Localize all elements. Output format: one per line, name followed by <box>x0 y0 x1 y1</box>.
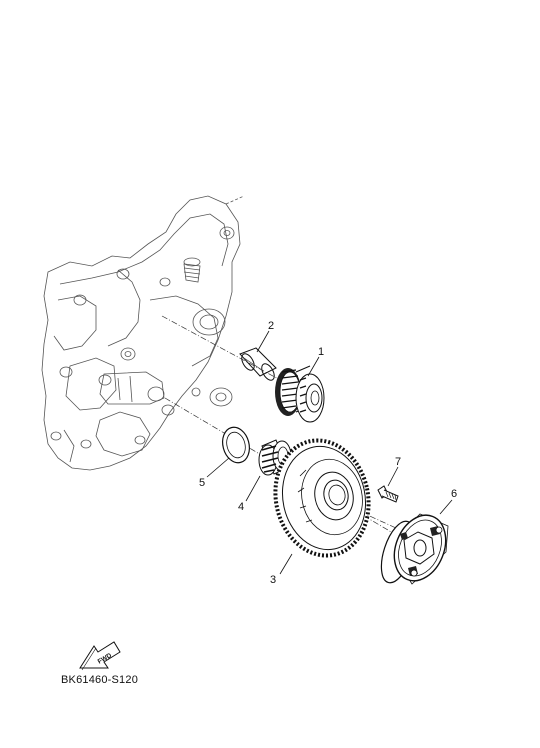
leader-6 <box>439 499 453 515</box>
leader-2 <box>256 330 270 353</box>
callout-5: 5 <box>199 477 205 489</box>
leader-3 <box>279 553 293 575</box>
crankcase-housing <box>41 195 245 471</box>
diagram-reference-code: BK61460-S120 <box>61 674 139 686</box>
callout-4: 4 <box>238 501 244 513</box>
leader-7 <box>387 466 399 487</box>
part-3-starter-wheel-gear <box>273 438 371 558</box>
leader-5 <box>206 457 230 478</box>
part-7-bolt <box>377 485 399 503</box>
callout-numbers: 1 2 3 4 5 6 7 <box>199 320 457 586</box>
leader-1 <box>307 356 320 377</box>
callout-6: 6 <box>451 488 457 500</box>
callout-1: 1 <box>318 346 324 358</box>
callout-3: 3 <box>270 574 276 586</box>
leader-lines <box>206 330 453 575</box>
callout-2: 2 <box>268 320 274 332</box>
part-5-washer <box>222 426 250 464</box>
leader-4 <box>245 475 261 502</box>
part-1-idler-gear <box>275 365 325 423</box>
fwd-arrow-icon: FWD <box>79 641 121 671</box>
part-6-clutch-housing <box>380 513 449 585</box>
part-2-shaft <box>239 347 277 381</box>
callout-7: 7 <box>395 456 401 468</box>
